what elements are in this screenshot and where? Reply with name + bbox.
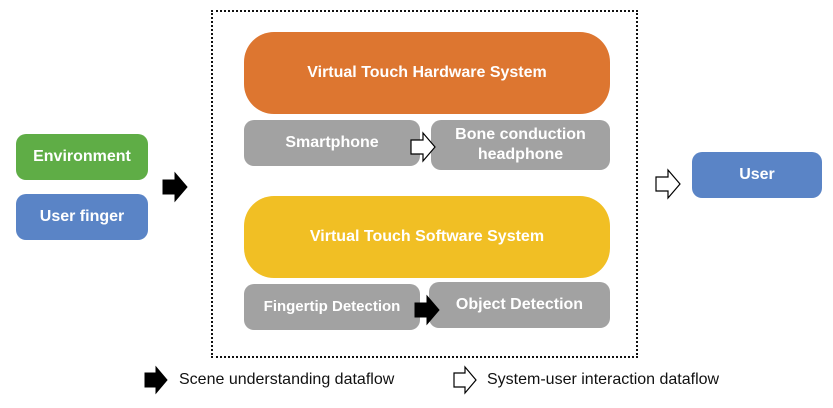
software-system-title: Virtual Touch Software System <box>309 228 545 245</box>
legend-interaction-arrow-icon <box>453 365 477 395</box>
bone-conduction-box: Bone conduction headphone <box>431 120 610 170</box>
user-finger-label: User finger <box>39 208 125 225</box>
environment-label: Environment <box>33 148 131 165</box>
system-boundary <box>211 10 638 358</box>
user-box: User <box>692 152 822 198</box>
interaction-dataflow-arrow-output <box>655 168 681 200</box>
object-detection-label: Object Detection <box>455 296 584 313</box>
software-system-box: Virtual Touch Software System <box>244 196 610 278</box>
object-detection-box: Object Detection <box>429 282 610 328</box>
bone-conduction-label: Bone conduction headphone <box>455 126 586 163</box>
user-label: User <box>739 166 775 183</box>
environment-box: Environment <box>16 134 148 180</box>
legend-interaction-label: System-user interaction dataflow <box>487 371 720 388</box>
fingertip-detection-box: Fingertip Detection <box>244 284 420 330</box>
fingertip-detection-label: Fingertip Detection <box>263 297 401 315</box>
smartphone-label: Smartphone <box>285 134 379 151</box>
scene-dataflow-arrow-software <box>414 294 440 326</box>
smartphone-box: Smartphone <box>244 120 420 166</box>
scene-dataflow-arrow-input <box>162 171 188 203</box>
hardware-system-box: Virtual Touch Hardware System <box>244 32 610 114</box>
legend-scene-label: Scene understanding dataflow <box>179 371 395 388</box>
interaction-dataflow-arrow-hardware <box>410 131 436 163</box>
legend-scene-arrow-icon <box>144 365 168 395</box>
hardware-system-title: Virtual Touch Hardware System <box>307 64 547 81</box>
user-finger-box: User finger <box>16 194 148 240</box>
